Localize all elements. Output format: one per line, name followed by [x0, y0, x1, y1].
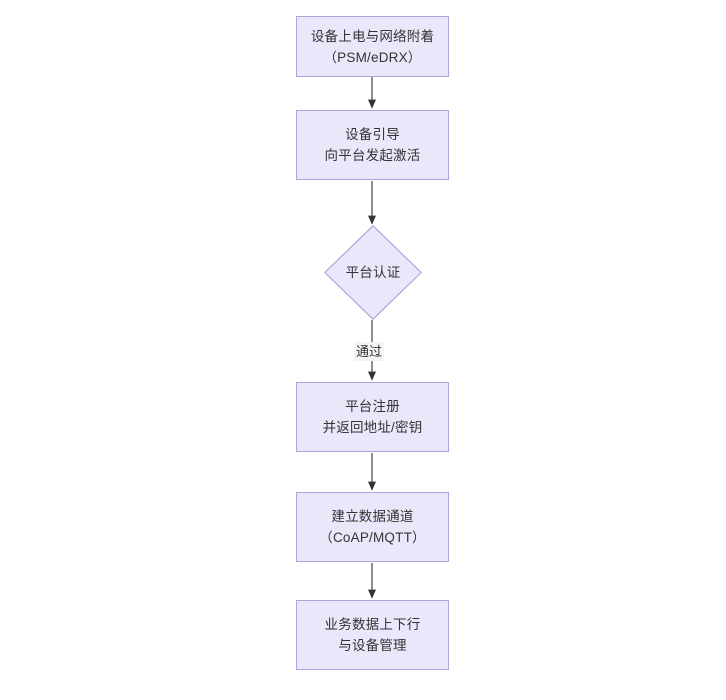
- node-business-data-and-device-management[interactable]: 业务数据上下行 与设备管理: [296, 600, 449, 670]
- node-text-line: 设备上电与网络附着: [310, 28, 435, 44]
- node-device-power-on[interactable]: 设备上电与网络附着 （PSM/eDRX）: [296, 16, 449, 77]
- node-establish-data-channel[interactable]: 建立数据通道 （CoAP/MQTT）: [296, 492, 449, 562]
- node-platform-authentication[interactable]: 平台认证: [324, 225, 422, 320]
- node-text-line: 并返回地址/密钥: [322, 420, 423, 435]
- node-text-line: 平台注册: [345, 399, 400, 414]
- edge-label-pass: 通过: [354, 342, 385, 361]
- node-device-bootstrap[interactable]: 设备引导 向平台发起激活: [296, 110, 449, 180]
- node-text-line: 建立数据通道: [331, 509, 414, 524]
- node-text-line: （CoAP/MQTT）: [319, 530, 426, 545]
- node-text-line: （PSM/eDRX）: [323, 49, 422, 65]
- diamond-shape: [324, 225, 422, 320]
- node-text-line: 与设备管理: [338, 638, 407, 653]
- node-text-line: 平台认证: [345, 265, 401, 280]
- node-text-line: 设备引导: [345, 127, 400, 142]
- node-text-line: 业务数据上下行: [324, 617, 421, 632]
- node-text-line: 向平台发起激活: [324, 148, 421, 163]
- node-platform-registration[interactable]: 平台注册 并返回地址/密钥: [296, 382, 449, 452]
